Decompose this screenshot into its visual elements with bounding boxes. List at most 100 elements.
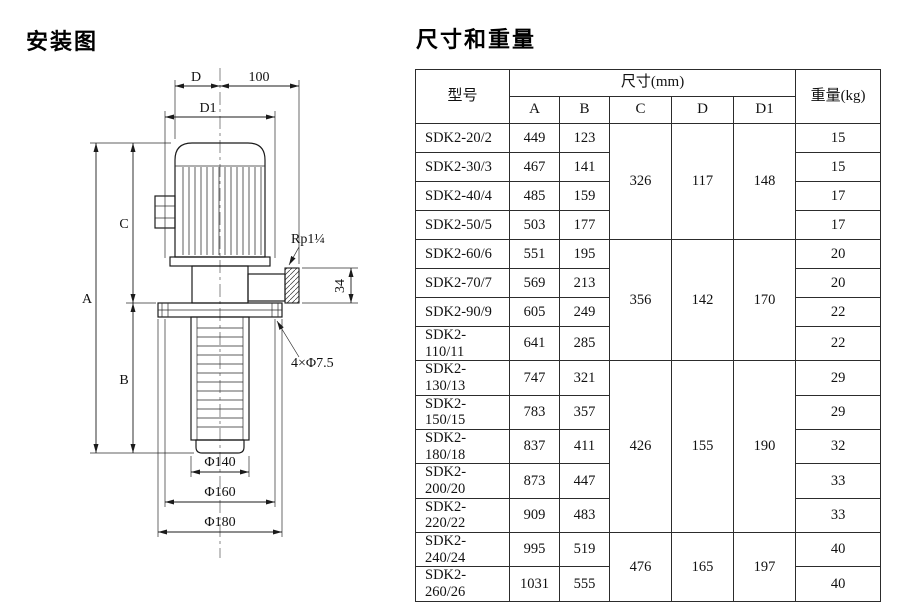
dim-d-group-cell: 117 xyxy=(671,123,734,240)
col-header-model: 型号 xyxy=(415,69,510,124)
model-cell: SDK2-20/2 xyxy=(415,123,510,153)
weight-cell: 40 xyxy=(795,566,882,602)
model-cell: SDK2-110/11 xyxy=(415,325,510,362)
dim-a-cell: 995 xyxy=(509,532,560,568)
model-cell: SDK2-260/26 xyxy=(415,566,510,602)
dim-a-cell: 747 xyxy=(509,360,560,396)
catalog-page: 安装图 xyxy=(26,0,882,602)
table-header-row-1: 型号 尺寸(mm) 重量(kg) xyxy=(415,69,882,124)
dim-a-cell: 485 xyxy=(509,181,560,211)
diagram-title: 安装图 xyxy=(26,29,99,54)
weight-cell: 17 xyxy=(795,210,882,240)
weight-cell: 33 xyxy=(795,497,882,534)
dim-b-cell: 483 xyxy=(559,497,610,534)
col-header-b: B xyxy=(559,96,610,124)
table-header-row-2: A B C D D1 xyxy=(416,96,881,124)
dim-b-cell: 447 xyxy=(559,463,610,499)
dim-b-cell: 555 xyxy=(559,566,610,602)
dim-d-group-cell: 155 xyxy=(671,360,734,534)
dim-b-cell: 357 xyxy=(559,394,610,431)
dim-d1-group-cell: 197 xyxy=(732,532,797,602)
col-header-size-group: 尺寸(mm) xyxy=(508,69,797,97)
weight-cell: 15 xyxy=(795,123,882,153)
model-cell: SDK2-30/3 xyxy=(415,152,510,182)
model-cell: SDK2-200/20 xyxy=(415,463,510,499)
dim-label-b: B xyxy=(119,373,128,388)
dim-b-cell: 123 xyxy=(559,123,610,153)
col-header-d1: D1 xyxy=(732,96,797,124)
model-cell: SDK2-70/7 xyxy=(415,268,510,298)
dim-a-cell: 873 xyxy=(509,463,560,499)
dim-a-cell: 783 xyxy=(509,394,560,431)
dim-b-cell: 519 xyxy=(559,532,610,568)
weight-cell: 22 xyxy=(795,297,882,327)
weight-cell: 20 xyxy=(795,268,882,298)
dim-d1-group-cell: 148 xyxy=(732,123,797,240)
weight-cell: 40 xyxy=(795,532,882,568)
dim-a-cell: 1031 xyxy=(509,566,560,602)
dim-a-cell: 467 xyxy=(509,152,560,182)
dim-label-phi140: Φ140 xyxy=(204,455,235,470)
dim-c-group-cell: 476 xyxy=(609,532,672,602)
model-cell: SDK2-150/15 xyxy=(415,394,510,431)
model-cell: SDK2-40/4 xyxy=(415,181,510,211)
dim-a-cell: 909 xyxy=(509,497,560,534)
dim-d1-group-cell: 170 xyxy=(732,238,797,362)
dim-label-100: 100 xyxy=(249,70,270,85)
model-cell: SDK2-60/6 xyxy=(415,239,510,269)
dim-d-group-cell: 142 xyxy=(671,238,734,362)
model-cell: SDK2-130/13 xyxy=(415,360,510,396)
col-header-a: A xyxy=(509,96,560,124)
dim-a-cell: 551 xyxy=(509,239,560,269)
col-header-c: C xyxy=(609,96,672,124)
dim-label-34: 34 xyxy=(333,279,348,293)
dim-a-cell: 605 xyxy=(509,297,560,327)
dim-d-group-cell: 165 xyxy=(671,532,734,602)
spec-table-panel: 尺寸和重量 型号 尺寸(mm) 重量(kg) A B C D D1 xyxy=(412,0,882,602)
pump-drawing: D 100 D1 C A B Rp1¼ xyxy=(82,68,358,558)
dim-a-cell: 641 xyxy=(509,325,560,362)
model-cell: SDK2-220/22 xyxy=(415,497,510,534)
weight-cell: 29 xyxy=(795,360,882,396)
col-header-d: D xyxy=(671,96,734,124)
dim-a-cell: 837 xyxy=(509,429,560,465)
dim-c-group-cell: 356 xyxy=(609,238,672,362)
dim-label-phi160: Φ160 xyxy=(204,485,235,500)
dim-a-cell: 449 xyxy=(509,123,560,153)
dim-label-a: A xyxy=(82,292,93,307)
dim-b-cell: 411 xyxy=(559,429,610,465)
weight-cell: 22 xyxy=(795,325,882,362)
outlet-port xyxy=(247,267,300,304)
weight-cell: 32 xyxy=(795,429,882,465)
dim-b-cell: 159 xyxy=(559,181,610,211)
dim-a-cell: 503 xyxy=(509,210,560,240)
weight-cell: 20 xyxy=(795,239,882,269)
stage-barrel xyxy=(190,316,250,454)
dim-b-cell: 321 xyxy=(559,360,610,396)
weight-cell: 29 xyxy=(795,394,882,431)
motor-body xyxy=(169,142,271,267)
dim-label-c: C xyxy=(119,217,128,232)
model-cell: SDK2-90/9 xyxy=(415,297,510,327)
dim-label-phi180: Φ180 xyxy=(204,515,235,530)
dim-b-cell: 195 xyxy=(559,239,610,269)
dim-c-group-cell: 426 xyxy=(609,360,672,534)
dim-a-cell: 569 xyxy=(509,268,560,298)
dimension-lines: D 100 D1 C A B Rp1¼ xyxy=(82,70,358,537)
dim-b-cell: 249 xyxy=(559,297,610,327)
dim-b-cell: 177 xyxy=(559,210,610,240)
thread-label: Rp1¼ xyxy=(291,232,325,247)
table-title: 尺寸和重量 xyxy=(416,27,537,52)
